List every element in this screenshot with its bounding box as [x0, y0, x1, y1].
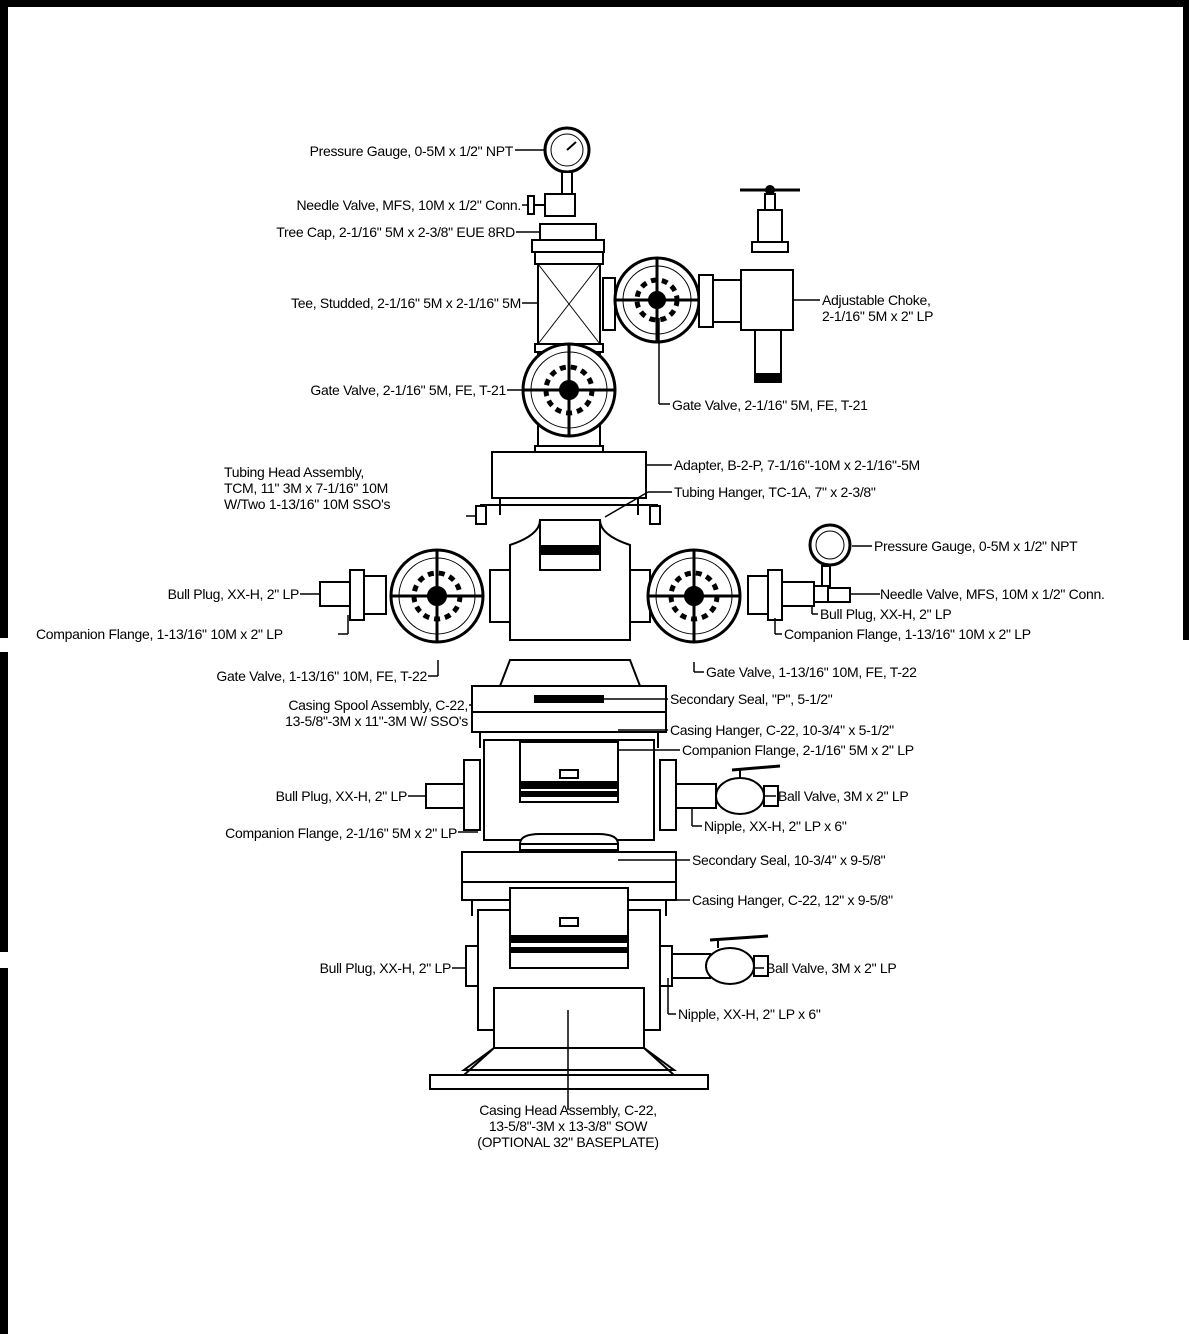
- label-casing-spool-assembly: Casing Spool Assembly, C-22, 13-5/8"-3M …: [285, 697, 468, 729]
- label-adjustable-choke: Adjustable Choke, 2-1/16" 5M x 2" LP: [822, 292, 933, 324]
- frame-left-border-bottom: [0, 968, 8, 1334]
- tubing-head: [475, 504, 661, 641]
- frame-left-border-top: [0, 0, 8, 638]
- label-tubing-head-assembly: Tubing Head Assembly, TCM, 11" 3M x 7-1/…: [224, 464, 390, 512]
- label-ball-valve-spool: Ball Valve, 3M x 2" LP: [778, 788, 909, 804]
- label-pressure-gauge-right: Pressure Gauge, 0-5M x 1/2" NPT: [874, 538, 1078, 554]
- label-casing-spool-line2: 13-5/8"-3M x 11"-3M W/ SSO's: [285, 713, 468, 729]
- label-nipple-spool: Nipple, XX-H, 2" LP x 6": [704, 818, 847, 834]
- label-casing-hanger-lower: Casing Hanger, C-22, 12" x 9-5/8": [692, 892, 893, 908]
- label-adjustable-choke-line1: Adjustable Choke,: [822, 292, 931, 308]
- label-gate-valve-1316-right: Gate Valve, 1-13/16" 10M, FE, T-22: [706, 664, 917, 680]
- label-companion-flange-right: Companion Flange, 1-13/16" 10M x 2" LP: [784, 626, 1031, 642]
- label-casing-head-line2: 13-5/8"-3M x 13-3/8" SOW: [488, 1118, 648, 1134]
- label-tubing-hanger: Tubing Hanger, TC-1A, 7" x 2-3/8": [674, 484, 876, 500]
- label-tubing-head-line2: TCM, 11" 3M x 7-1/16" 10M: [224, 480, 389, 496]
- adapter-flange: [491, 445, 647, 515]
- label-casing-hanger-upper: Casing Hanger, C-22, 10-3/4" x 5-1/2": [670, 722, 894, 738]
- label-tree-cap: Tree Cap, 2-1/16" 5M x 2-3/8" EUE 8RD: [276, 224, 515, 240]
- label-master-gate-valve: Gate Valve, 2-1/16" 5M, FE, T-21: [310, 382, 506, 398]
- top-pressure-gauge: [543, 126, 591, 195]
- label-bull-plug-right: Bull Plug, XX-H, 2" LP: [820, 606, 952, 622]
- label-casing-head-line3: (OPTIONAL 32" BASEPLATE): [477, 1134, 659, 1150]
- label-companion-flange-spool-left: Companion Flange, 2-1/16" 5M x 2" LP: [225, 825, 457, 841]
- label-bull-plug-head: Bull Plug, XX-H, 2" LP: [319, 960, 452, 976]
- tree-cap: [531, 223, 605, 253]
- label-secondary-seal-lower: Secondary Seal, 10-3/4" x 9-5/8": [692, 852, 886, 868]
- label-casing-head-assembly: Casing Head Assembly, C-22, 13-5/8"-3M x…: [418, 1102, 718, 1150]
- label-ball-valve-head: Ball Valve, 3M x 2" LP: [766, 960, 897, 976]
- label-adapter: Adapter, B-2-P, 7-1/16"-10M x 2-1/16"-5M: [674, 457, 920, 473]
- tee-studded: [534, 251, 604, 353]
- label-companion-flange-spool-right: Companion Flange, 2-1/16" 5M x 2" LP: [682, 742, 914, 758]
- label-casing-spool-line1: Casing Spool Assembly, C-22,: [288, 697, 468, 713]
- top-needle-valve: [527, 193, 576, 217]
- frame-left-border-middle: [0, 652, 8, 952]
- wing-gate-valve: [602, 256, 742, 344]
- label-secondary-seal-p: Secondary Seal, "P", 5-1/2": [670, 691, 833, 707]
- casing-head-body: [429, 887, 769, 1090]
- label-needle-valve-right: Needle Valve, MFS, 10M x 1/2" Conn.: [880, 586, 1105, 602]
- master-gate-valve: [521, 342, 617, 447]
- right-side-gate-valve: [629, 523, 852, 644]
- adjustable-choke: [740, 185, 800, 383]
- label-nipple-head: Nipple, XX-H, 2" LP x 6": [678, 1006, 821, 1022]
- label-adjustable-choke-line2: 2-1/16" 5M x 2" LP: [822, 308, 934, 324]
- label-tubing-head-line1: Tubing Head Assembly,: [224, 464, 364, 480]
- label-needle-valve-top: Needle Valve, MFS, 10M x 1/2" Conn.: [296, 197, 521, 213]
- label-tee-studded: Tee, Studded, 2-1/16" 5M x 2-1/16" 5M: [291, 295, 521, 311]
- left-side-gate-valve: [319, 548, 511, 644]
- label-bull-plug-spool: Bull Plug, XX-H, 2" LP: [275, 788, 408, 804]
- label-gate-valve-1316-left: Gate Valve, 1-13/16" 10M, FE, T-22: [216, 668, 427, 684]
- label-companion-flange-left: Companion Flange, 1-13/16" 10M x 2" LP: [36, 626, 283, 642]
- label-pressure-gauge-top: Pressure Gauge, 0-5M x 1/2" NPT: [309, 143, 514, 159]
- label-wing-gate-valve: Gate Valve, 2-1/16" 5M, FE, T-21: [672, 397, 868, 413]
- casing-spool: [425, 659, 781, 841]
- leader-lines: [300, 149, 880, 1110]
- label-tubing-head-line3: W/Two 1-13/16" 10M SSO's: [224, 496, 391, 512]
- frame-right-border: [1183, 0, 1189, 640]
- label-casing-head-line1: Casing Head Assembly, C-22,: [479, 1102, 657, 1118]
- frame-top-border: [0, 0, 1189, 7]
- label-bull-plug-left: Bull Plug, XX-H, 2" LP: [167, 586, 300, 602]
